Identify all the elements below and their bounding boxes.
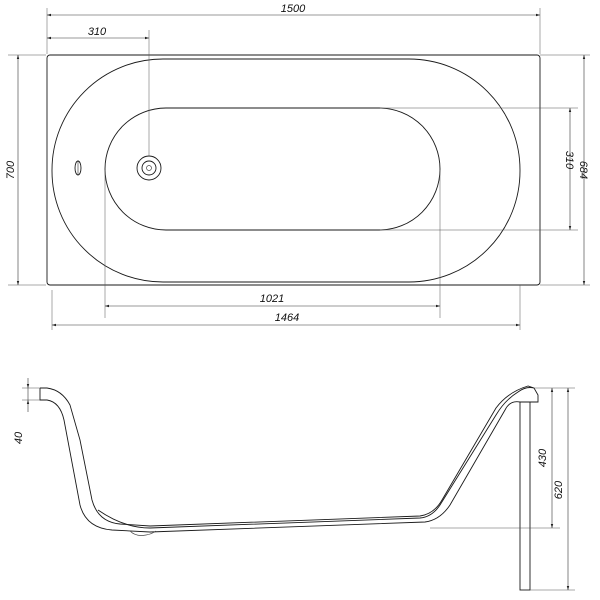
dim-total-height: 620 [553,480,565,499]
top-view-inner-shell [51,58,521,283]
top-view-inner-basin [104,107,441,231]
side-view: 40 430 620 [13,378,575,591]
dim-inner-width: 684 [577,161,589,179]
top-view: 1500 310 1021 1464 700 310 684 [5,3,590,330]
overflow-icon [74,160,82,176]
side-view-apron-support [519,401,531,591]
dim-overall-length: 1500 [281,3,306,15]
side-view-outer-shell [39,387,539,533]
dim-drain-offset: 310 [88,26,107,38]
dim-inner-length: 1464 [275,312,299,324]
dim-inner-basin-width: 310 [563,151,575,170]
dim-inner-depth: 430 [537,448,549,467]
top-view-outer-rim [46,54,541,286]
side-view-drain-fitting [129,530,157,536]
dim-inner-basin-length: 1021 [260,293,284,305]
dim-rim-height: 40 [13,431,25,444]
dim-overall-width: 700 [5,160,17,179]
side-view-inner-surface [40,385,535,527]
drain-icon [136,155,162,181]
